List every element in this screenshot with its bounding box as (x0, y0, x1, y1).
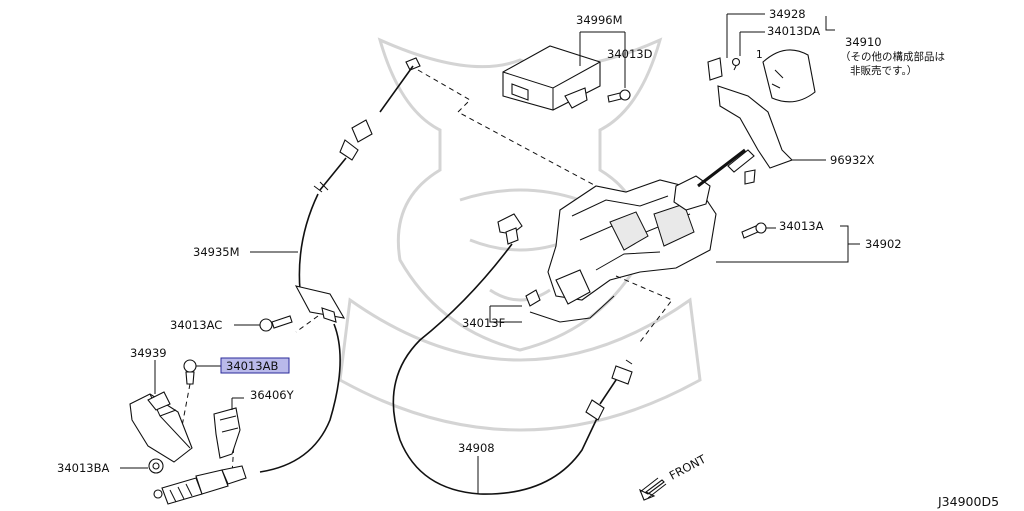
shift-cable-34935M[interactable] (259, 57, 421, 473)
label-36406Y: 36406Y (250, 388, 295, 402)
label-34013BA: 34013BA (57, 461, 109, 475)
bolt-34013AB[interactable] (183, 359, 197, 385)
clip-36406Y[interactable] (213, 407, 241, 459)
cable-end-fitting[interactable] (153, 465, 247, 505)
nut-34013BA[interactable] (148, 458, 164, 474)
label-34910: 34910 (845, 35, 882, 49)
shift-knob-34910[interactable] (762, 49, 816, 103)
label-34935M: 34935M (193, 245, 240, 259)
screw-34013DA[interactable] (731, 57, 741, 71)
diagram-id: J34900D5 (937, 494, 999, 509)
select-cable-34908[interactable] (392, 213, 633, 495)
label-34013F: 34013F (462, 316, 505, 330)
label-96932X: 96932X (830, 153, 875, 167)
bolt-34013A[interactable] (741, 222, 767, 239)
bracket-34939[interactable] (129, 391, 193, 463)
label-34013A: 34013A (779, 219, 824, 233)
label-34996M: 34996M (576, 13, 623, 27)
bracket-34013F[interactable] (525, 289, 615, 323)
front-arrow-icon (638, 477, 667, 501)
label-34908: 34908 (458, 441, 495, 455)
control-unit-34996M[interactable] (502, 45, 601, 111)
label-front: FRONT (667, 451, 709, 482)
label-34928: 34928 (769, 7, 806, 21)
label-small-1: 1 (756, 49, 763, 61)
label-note-line2: 非販売です。） (850, 64, 917, 77)
label-34013DA: 34013DA (767, 24, 820, 38)
label-34013AC: 34013AC (170, 318, 222, 332)
bolt-34013D[interactable] (607, 89, 631, 103)
label-34013AB[interactable]: 34013AB (226, 359, 278, 373)
label-34902: 34902 (865, 237, 902, 251)
label-34939: 34939 (130, 346, 167, 360)
knob-cover-34928[interactable] (707, 57, 723, 81)
bolt-34013AC[interactable] (259, 315, 293, 332)
bracket-96932X[interactable] (717, 85, 793, 185)
highlight-34013AB[interactable] (220, 357, 290, 374)
label-34013D: 34013D (607, 47, 653, 61)
label-note-line1: （その他の構成部品は (840, 50, 945, 63)
shifter-assembly-34902[interactable] (547, 148, 755, 305)
